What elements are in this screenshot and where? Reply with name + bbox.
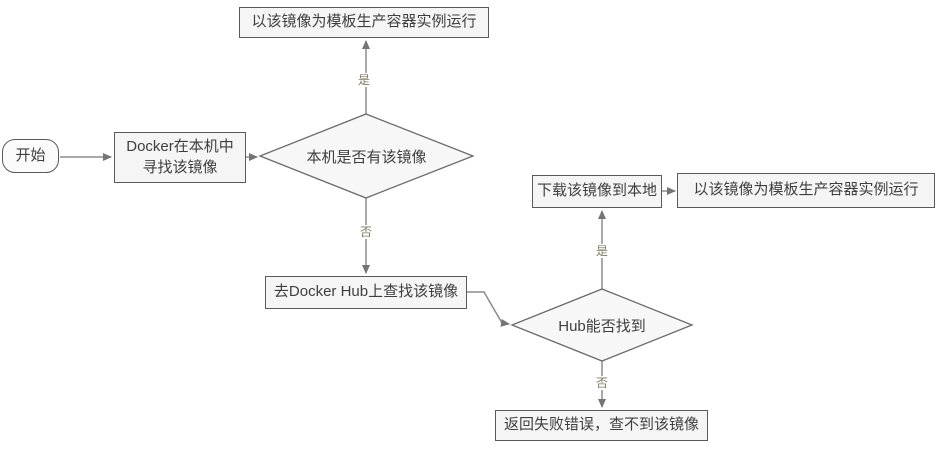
edge-label-local-yes: 是 — [355, 73, 373, 87]
node-run-right-label: 以该镜像为模板生产容器实例运行 — [693, 181, 919, 199]
node-start: 开始 — [2, 139, 59, 173]
node-download-label: 下载该镜像到本地 — [536, 182, 657, 200]
node-download: 下载该镜像到本地 — [532, 175, 662, 208]
node-fail-label: 返回失败错误，查不到该镜像 — [503, 416, 699, 434]
node-run-top: 以该镜像为模板生产容器实例运行 — [239, 7, 489, 38]
node-start-label: 开始 — [15, 146, 46, 164]
node-fail: 返回失败错误，查不到该镜像 — [495, 410, 708, 441]
decision-local-has-shape — [258, 113, 475, 199]
decision-hub-found-shape — [510, 288, 694, 362]
edge-label-hub-yes: 是 — [593, 244, 611, 258]
node-search-hub-label: 去Docker Hub上查找该镜像 — [273, 283, 459, 301]
node-find-local: Docker在本机中 寻找该镜像 — [114, 132, 246, 183]
node-run-top-label: 以该镜像为模板生产容器实例运行 — [251, 13, 477, 31]
node-find-local-label-line1: Docker在本机中 — [126, 138, 234, 156]
connector-search-hub-to-hub-found — [467, 291, 510, 327]
edge-label-local-no: 否 — [357, 225, 375, 239]
node-run-right: 以该镜像为模板生产容器实例运行 — [677, 173, 935, 208]
edge-label-hub-no: 否 — [593, 376, 611, 390]
node-search-hub: 去Docker Hub上查找该镜像 — [265, 276, 467, 309]
node-find-local-label-line2: 寻找该镜像 — [142, 158, 218, 176]
